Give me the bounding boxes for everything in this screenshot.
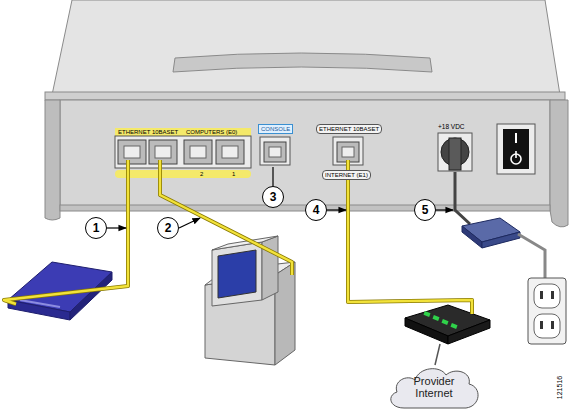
- ethernet-ports: [216, 140, 244, 164]
- wall-outlet: [540, 321, 543, 329]
- ethernet-ports: [222, 146, 238, 158]
- router-chassis: [173, 53, 432, 72]
- ethernet-ports: [118, 140, 146, 164]
- ethernet-ports: [184, 140, 212, 164]
- ethernet-ports: [149, 140, 177, 164]
- wall-outlet: [551, 321, 554, 329]
- port-label: ETHERNET 10BASET: [118, 129, 178, 135]
- modem: [405, 305, 490, 344]
- router-chassis: [45, 92, 565, 100]
- ethernet-ports: [115, 128, 251, 136]
- modem: [448, 320, 490, 344]
- ethernet-ports: [115, 136, 251, 168]
- leader-line: [179, 218, 200, 228]
- modem: [441, 319, 448, 325]
- modem: [423, 311, 430, 317]
- power-switch: [515, 151, 517, 158]
- modem: [450, 323, 457, 329]
- ethernet-ports: [155, 146, 171, 158]
- router-chassis: [52, 0, 560, 95]
- router-chassis: [45, 100, 60, 220]
- cloud-node: Provider Internet: [384, 362, 484, 412]
- leader-line: [272, 167, 273, 186]
- wall-outlet: [540, 291, 543, 299]
- power-label: +18 VDC: [438, 124, 465, 131]
- network-switch: [70, 272, 112, 320]
- ethernet-cable: [348, 160, 472, 314]
- wall-outlet: [534, 284, 560, 308]
- modem-link: [435, 344, 440, 365]
- modem: [405, 318, 448, 344]
- port-label: ETHERNET 10BASET: [316, 124, 382, 134]
- wall-outlet: [551, 291, 554, 299]
- console-port: [260, 137, 290, 165]
- console-port: [260, 137, 290, 165]
- power-jack: [438, 133, 472, 171]
- callout-circle: 1: [85, 217, 107, 239]
- ethernet-cable: [348, 160, 472, 314]
- leader-line: [327, 209, 346, 210]
- power-jack: [449, 138, 461, 170]
- wall-outlet: [534, 314, 560, 338]
- callout-circle: 2: [157, 217, 179, 239]
- ethernet-ports: [124, 146, 140, 158]
- network-switch: [8, 300, 70, 320]
- port-label: CONSOLE: [258, 124, 293, 134]
- cloud-shape: [391, 369, 478, 408]
- wall-outlet: [528, 278, 566, 344]
- port-number: 2: [200, 171, 203, 177]
- internet-port: [342, 147, 354, 157]
- callout-circle: 5: [414, 199, 436, 221]
- modem: [432, 315, 439, 321]
- callout-circle: 4: [305, 199, 327, 221]
- wall-outlet: [528, 278, 566, 344]
- power-adapter: [462, 226, 482, 248]
- network-switch: [20, 300, 60, 307]
- callout-number: 4: [313, 203, 320, 217]
- computer: [262, 236, 278, 300]
- ethernet-ports: [115, 170, 251, 178]
- power-jack: [438, 133, 472, 171]
- port-number: 1: [232, 171, 235, 177]
- figure-number: 121516: [556, 376, 563, 399]
- power-adapter: [455, 172, 545, 296]
- power-switch: [497, 124, 535, 174]
- ethernet-cable: [160, 160, 292, 275]
- router-chassis: [45, 0, 568, 227]
- callout-number: 2: [165, 221, 172, 235]
- port-label: INTERNET (E1): [322, 170, 371, 180]
- router-chassis: [60, 100, 550, 210]
- callout-number: 3: [270, 190, 277, 204]
- console-port: [264, 142, 286, 162]
- port-label: COMPUTERS (E0): [186, 129, 237, 135]
- power-switch: [515, 133, 517, 143]
- leader-line: [436, 209, 453, 210]
- computer: [218, 250, 256, 298]
- ethernet-ports: [190, 146, 206, 158]
- ethernet-cable: [160, 160, 292, 275]
- ethernet-cable: [4, 160, 128, 304]
- internet-port: [337, 142, 359, 162]
- power-switch: [503, 129, 529, 169]
- cloud-label: Provider Internet: [403, 375, 465, 399]
- callout-circle: 3: [262, 186, 284, 208]
- ethernet-cable: [4, 160, 128, 304]
- power-adapter: [482, 232, 520, 248]
- ethernet-ports: [115, 128, 251, 178]
- leader-line: [107, 227, 126, 228]
- callout-number: 1: [93, 221, 100, 235]
- power-switch: [497, 124, 535, 174]
- router-chassis: [550, 100, 568, 227]
- callout-number: 5: [422, 203, 429, 217]
- leader-line: [107, 167, 453, 228]
- ethernet-cable: [4, 160, 472, 314]
- console-port: [269, 147, 281, 157]
- computer: [212, 242, 262, 306]
- power-adapter: [455, 172, 470, 224]
